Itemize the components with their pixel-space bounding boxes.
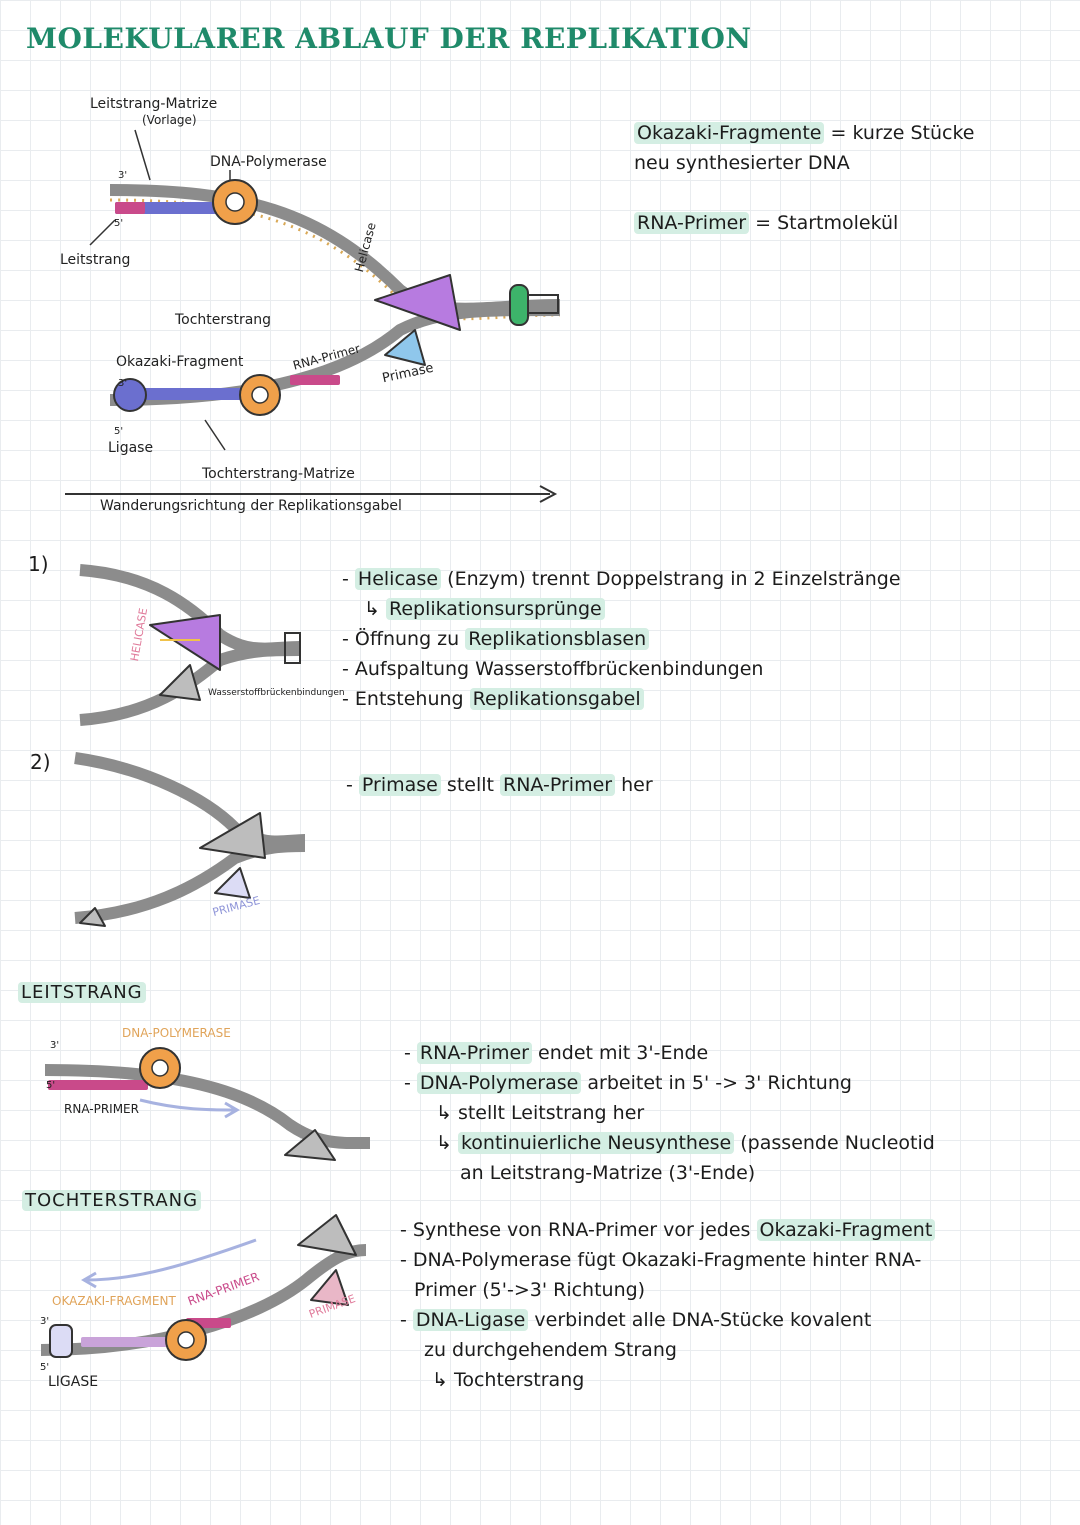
definition-term: RNA-Primer — [634, 212, 750, 234]
definition-rna-primer: RNA-Primer = Startmolekül — [634, 208, 898, 238]
page-title: MOLEKULARER ABLAUF DER REPLIKATION — [26, 22, 752, 55]
note-line: - Helicase (Enzym) trennt Doppelstrang i… — [342, 568, 901, 590]
definition-term: Okazaki-Fragmente — [634, 122, 825, 144]
primase-shape — [384, 329, 426, 366]
leitstrang-5-prime: 5' — [46, 1080, 56, 1091]
note-line: ↳ kontinuierliche Neusynthese (passende … — [436, 1132, 935, 1154]
note-line: - Entstehung Replikationsgabel — [342, 684, 901, 714]
leitstrang-heading: LEITSTRANG — [18, 982, 146, 1003]
tochterstrang-diagram — [40, 1214, 367, 1361]
leitstrang-diagram — [44, 1047, 371, 1161]
note-line: Primer (5'->3' Richtung) — [414, 1279, 646, 1301]
label-okazaki: Okazaki-Fragment — [116, 354, 244, 370]
label-tochterstrang-matrize: Tochterstrang-Matrize — [202, 466, 355, 482]
note-line: ↳ Tochterstrang — [432, 1369, 585, 1391]
note-line: ↳ Replikationsursprünge — [342, 594, 901, 624]
tochterstrang-notes: - Synthese von RNA-Primer vor jedes Okaz… — [400, 1215, 936, 1395]
clamp-shape — [509, 284, 529, 326]
definition-text-line2: neu synthesierter DNA — [634, 152, 850, 174]
step-2-diagram — [74, 752, 306, 927]
label-5-prime-bottom: 5' — [114, 426, 124, 437]
upper-strand-teeth — [109, 198, 561, 321]
note-line: - DNA-Polymerase arbeitet in 5' -> 3' Ri… — [404, 1072, 852, 1094]
definition-text: = Startmolekül — [749, 212, 899, 234]
direction-arrow-head — [539, 485, 558, 503]
tochterstrang-heading: TOCHTERSTRANG — [22, 1190, 202, 1211]
label-dna-polymerase: DNA-Polymerase — [210, 154, 327, 170]
definition-text: = kurze Stücke — [824, 122, 975, 144]
leitstrang-primer-label: RNA-PRIMER — [64, 1102, 139, 1116]
step-2-notes: - Primase stellt RNA-Primer her — [346, 770, 653, 800]
note-line: - Aufspaltung Wasserstoffbrückenbindunge… — [342, 658, 764, 680]
label-leitstrang: Leitstrang — [60, 252, 131, 268]
note-line: - Primase stellt RNA-Primer her — [346, 774, 653, 796]
note-line: - DNA-Polymerase fügt Okazaki-Fragmente … — [400, 1249, 922, 1271]
note-line: - DNA-Ligase verbindet alle DNA-Stücke k… — [400, 1309, 872, 1331]
note-line: - Synthese von RNA-Primer vor jedes Okaz… — [400, 1215, 936, 1245]
leitstrang-3-prime: 3' — [50, 1040, 60, 1051]
tochterstrang-5-prime: 5' — [40, 1362, 50, 1373]
step-1-number: 1) — [28, 552, 49, 576]
label-tochterstrang: Tochterstrang — [175, 312, 272, 328]
label-3-prime-top: 3' — [118, 170, 128, 181]
step-2-number: 2) — [30, 750, 51, 774]
helicase-shape — [374, 274, 461, 331]
label-ligase: Ligase — [108, 440, 154, 456]
label-wanderung: Wanderungsrichtung der Replikationsgabel — [100, 498, 402, 514]
tochterstrang-ligase-label: LIGASE — [48, 1374, 99, 1390]
step-1-notes: - Helicase (Enzym) trennt Doppelstrang i… — [342, 564, 901, 714]
label-leitstrang-matrize: Leitstrang-Matrize — [90, 96, 218, 112]
leitstrang-polymerase-label: DNA-POLYMERASE — [122, 1026, 231, 1040]
tochterstrang-3-prime: 3' — [40, 1316, 50, 1327]
note-line: ↳ stellt Leitstrang her — [436, 1102, 645, 1124]
note-line: - Öffnung zu Replikationsblasen — [342, 624, 901, 654]
note-line: an Leitstrang-Matrize (3'-Ende) — [460, 1162, 756, 1184]
note-line: - RNA-Primer endet mit 3'-Ende — [404, 1042, 709, 1064]
lagging-fragment — [115, 388, 255, 400]
label-3-prime-bottom: 3' — [118, 378, 128, 389]
label-5-prime-top: 5' — [114, 218, 124, 229]
step-1-diagram — [79, 564, 301, 726]
note-line: zu durchgehendem Strang — [424, 1339, 677, 1361]
definition-okazaki: Okazaki-Fragmente = kurze Stücke neu syn… — [634, 118, 974, 178]
leading-strand-primer — [115, 202, 145, 214]
ligase-shape — [113, 378, 147, 412]
label-vorlage: (Vorlage) — [142, 113, 197, 127]
lagging-primer — [290, 375, 340, 385]
replication-fork-diagram — [65, 129, 561, 503]
tochterstrang-okazaki-label: OKAZAKI-FRAGMENT — [52, 1294, 176, 1308]
leitstrang-notes: - RNA-Primer endet mit 3'-Ende - DNA-Pol… — [404, 1038, 935, 1188]
step-1-bond-label: Wasserstoffbrückenbindungen — [208, 688, 345, 698]
